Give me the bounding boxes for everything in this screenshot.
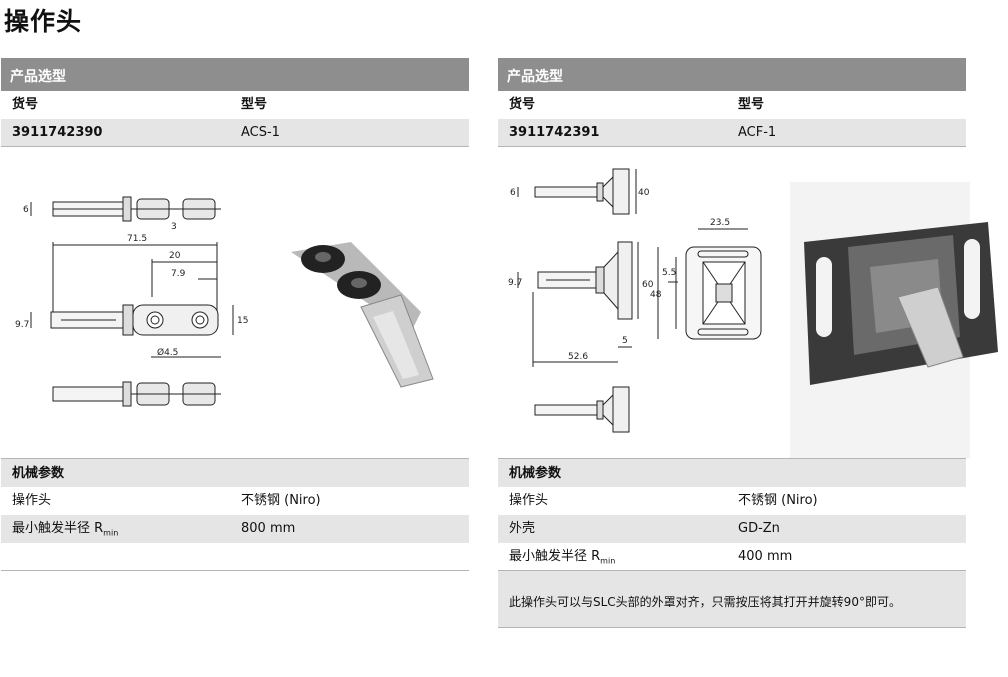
table-header-row: 货号 型号 (498, 91, 966, 119)
dim-label: 23.5 (710, 218, 730, 228)
dim-label: 3 (171, 222, 177, 232)
model-name: ACF-1 (738, 125, 777, 140)
param-row: 最小触发半径 Rmin 400 mm (498, 543, 966, 571)
param-name: 最小触发半径 R (12, 521, 104, 536)
dim-label: 6 (23, 205, 29, 215)
product-panel-acs1: 产品选型 货号 型号 3911742390 ACS-1 (1, 58, 469, 571)
dim-label: 5 (622, 336, 628, 346)
param-value: GD-Zn (738, 521, 780, 536)
param-value: 不锈钢 (Niro) (738, 493, 818, 508)
param-name: 操作头 (509, 493, 549, 508)
page-title: 操作头 (4, 7, 83, 36)
param-subscript: min (103, 528, 119, 538)
product-panel-acf1: 产品选型 货号 型号 3911742391 ACF-1 (498, 58, 998, 628)
product-photo-acf1 (790, 182, 998, 462)
part-number: 3911742390 (12, 125, 103, 140)
drawing-area: 6 40 23.5 5.5 9.7 60 48 5 52.6 (498, 147, 998, 462)
col-part-no: 货号 (12, 97, 39, 112)
dim-label: 20 (169, 251, 181, 261)
dim-label: 9.7 (15, 320, 29, 330)
dim-label: 40 (638, 188, 650, 198)
dim-label: 9.7 (508, 278, 522, 288)
dim-label: 71.5 (127, 234, 147, 244)
selection-header: 产品选型 (1, 58, 469, 91)
param-row: 操作头 不锈钢 (Niro) (1, 487, 469, 515)
table-row: 3911742390 ACS-1 (1, 119, 469, 147)
model-name: ACS-1 (241, 125, 280, 140)
technical-drawing-acf1: 6 40 23.5 5.5 9.7 60 48 5 52.6 (508, 168, 998, 462)
param-value: 不锈钢 (Niro) (241, 493, 321, 508)
param-name: 最小触发半径 R (509, 549, 601, 564)
dim-label: 48 (650, 290, 662, 300)
dim-label: 15 (237, 316, 248, 326)
param-name: 操作头 (12, 493, 52, 508)
param-row: 最小触发半径 Rmin 800 mm (1, 515, 469, 543)
dim-label: 6 (510, 188, 516, 198)
table-row: 3911742391 ACF-1 (498, 119, 966, 147)
param-row: 外壳 GD-Zn (498, 515, 966, 543)
col-model: 型号 (738, 97, 765, 112)
dim-label: 60 (642, 280, 654, 290)
drawing-area: 6 3 71.5 20 7.9 9.7 15 Ø4.5 (1, 147, 469, 458)
mech-header: 机械参数 (498, 458, 966, 487)
selection-header: 产品选型 (498, 58, 966, 91)
part-number: 3911742391 (509, 125, 600, 140)
note-text: 此操作头可以与SLC头部的外罩对齐，只需按压将其打开并旋转90°即可。 (498, 571, 966, 628)
param-subscript: min (600, 556, 616, 566)
col-part-no: 货号 (509, 97, 536, 112)
technical-drawing-acs1: 6 3 71.5 20 7.9 9.7 15 Ø4.5 (15, 196, 434, 407)
param-name: 外壳 (509, 521, 536, 536)
product-photo-acs1 (291, 242, 434, 388)
mech-header: 机械参数 (1, 458, 469, 487)
dim-label: 5.5 (662, 268, 676, 278)
empty-row (1, 543, 469, 571)
param-row: 操作头 不锈钢 (Niro) (498, 487, 966, 515)
table-header-row: 货号 型号 (1, 91, 469, 119)
col-model: 型号 (241, 97, 268, 112)
param-value: 800 mm (241, 521, 296, 536)
dim-label: Ø4.5 (157, 347, 178, 358)
dim-label: 52.6 (568, 352, 588, 362)
dim-label: 7.9 (171, 269, 186, 279)
param-value: 400 mm (738, 549, 793, 564)
